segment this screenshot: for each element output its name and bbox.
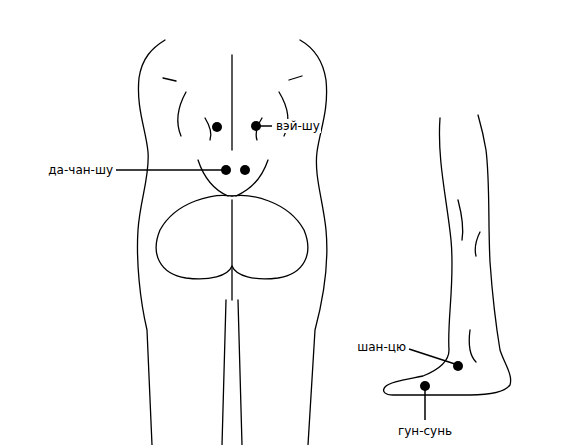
point-label: да-чан-шу — [47, 163, 114, 177]
leader-line — [409, 349, 455, 364]
leader-line — [116, 169, 224, 171]
back-figure — [137, 40, 326, 445]
leader-line — [258, 125, 272, 127]
point-label: вэй-шу — [275, 119, 321, 133]
leader-line — [424, 388, 426, 420]
point-label: шан-цю — [356, 340, 407, 354]
leader-lines — [116, 126, 455, 420]
acupoint-dot — [212, 122, 222, 132]
acupoint-dot — [240, 165, 250, 175]
point-label: гун-сунь — [397, 424, 453, 438]
acupoint-dot — [453, 361, 463, 371]
acupoint-dots — [212, 121, 463, 391]
